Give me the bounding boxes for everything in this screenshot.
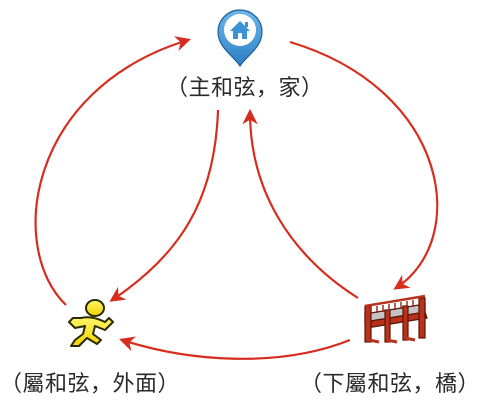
node-label-outside: （屬和弦，外面）	[0, 372, 181, 397]
arrow-home-to-outside	[109, 109, 220, 302]
node-label-bridge: （下屬和弦，橋）	[300, 372, 481, 397]
home-pin-icon	[217, 9, 263, 68]
node-label-home: （主和弦，家）	[166, 76, 324, 101]
bridge-icon	[364, 294, 428, 344]
arrow-bridge-to-outside	[119, 336, 351, 360]
arrow-bridge-to-home	[242, 108, 359, 299]
arrow-home-to-bridge	[289, 40, 439, 290]
running-person-icon	[68, 299, 114, 347]
arrow-outside-to-home	[34, 36, 191, 306]
